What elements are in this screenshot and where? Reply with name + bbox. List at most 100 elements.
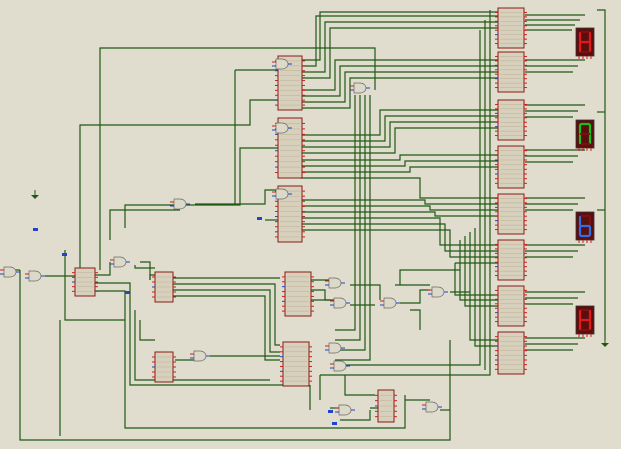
wire [95,290,406,429]
wire [410,309,421,330]
logic-gate[interactable] [272,188,292,200]
wire [597,9,606,340]
input-marker[interactable] [33,228,38,231]
wire [195,189,280,205]
logic-gate[interactable] [272,58,292,70]
wire [140,261,151,280]
ic-chip[interactable] [72,267,98,297]
ground-symbol [31,190,39,199]
wire [335,95,361,341]
logic-gate[interactable] [380,297,400,309]
logic-gate[interactable] [325,277,345,289]
wire [345,30,481,366]
seven-segment-display [575,119,595,151]
wire [454,263,498,296]
wire [300,199,498,205]
input-marker[interactable] [332,422,337,425]
wire [300,77,498,109]
input-marker[interactable] [257,217,262,220]
ground-symbol [601,340,609,347]
wire [134,265,155,269]
wire [335,95,356,331]
wire [300,59,498,91]
wire [300,115,498,142]
logic-gate[interactable] [0,266,20,278]
wire [139,320,155,341]
logic-gate[interactable] [170,198,190,210]
wire [474,228,498,347]
ic-chip[interactable] [495,193,527,235]
wire [300,21,498,73]
wire [300,65,498,97]
ic-chip[interactable] [282,271,314,317]
logic-gate[interactable] [325,342,345,354]
logic-gate[interactable] [428,286,448,298]
wire [124,147,280,228]
input-marker[interactable] [62,253,67,256]
wire [300,211,498,217]
wire [129,300,300,386]
wire [300,205,498,211]
wire [300,15,498,67]
wire [300,71,498,103]
wire [464,236,498,307]
wire [95,262,111,276]
ic-chip[interactable] [495,331,527,375]
logic-gate[interactable] [350,82,370,94]
ic-chip[interactable] [495,145,527,189]
ic-chip[interactable] [495,51,527,93]
wire [300,109,498,136]
logic-gate[interactable] [330,297,350,309]
wire [172,283,280,346]
logic-gate[interactable] [110,256,130,268]
logic-gate[interactable] [190,350,210,362]
seven-segment-displays [575,27,595,337]
ic-chip[interactable] [495,99,527,141]
ic-chip[interactable] [152,351,176,383]
logic-gate[interactable] [422,401,442,413]
wire [300,27,498,79]
ic-chip[interactable] [495,7,527,49]
wire [64,250,125,321]
wire [172,289,280,353]
wire [19,270,451,441]
wire [300,166,498,173]
wire [340,410,371,421]
logic-gate[interactable] [25,270,45,282]
wire [300,160,498,167]
wire [134,310,270,381]
wire [300,217,498,246]
wire [79,99,280,270]
wire [320,10,491,376]
ic-chip[interactable] [375,389,397,423]
logic-gate[interactable] [335,404,355,416]
wire [335,95,366,351]
wire [400,289,430,304]
wire [95,282,131,300]
wires-layer [8,9,606,441]
wire [99,47,376,270]
seven-segment-display [575,27,595,59]
ic-chip[interactable] [495,239,527,281]
wire [344,375,375,396]
wire [350,284,381,300]
input-marker[interactable] [328,410,333,413]
logic-gate[interactable] [330,360,350,372]
wire [300,229,498,258]
ic-chip[interactable] [495,285,527,327]
input-markers [33,217,337,425]
wire [300,127,498,154]
ic-chip[interactable] [280,341,312,387]
wire [300,11,498,61]
logic-gates [0,58,448,416]
wire [300,121,498,148]
wire [399,269,460,285]
wire [109,209,180,240]
ic-chip[interactable] [152,271,176,303]
input-marker[interactable] [125,291,130,294]
wire [469,232,498,341]
wire [300,223,498,252]
logic-gate[interactable] [272,122,292,134]
ic-components [72,7,527,423]
